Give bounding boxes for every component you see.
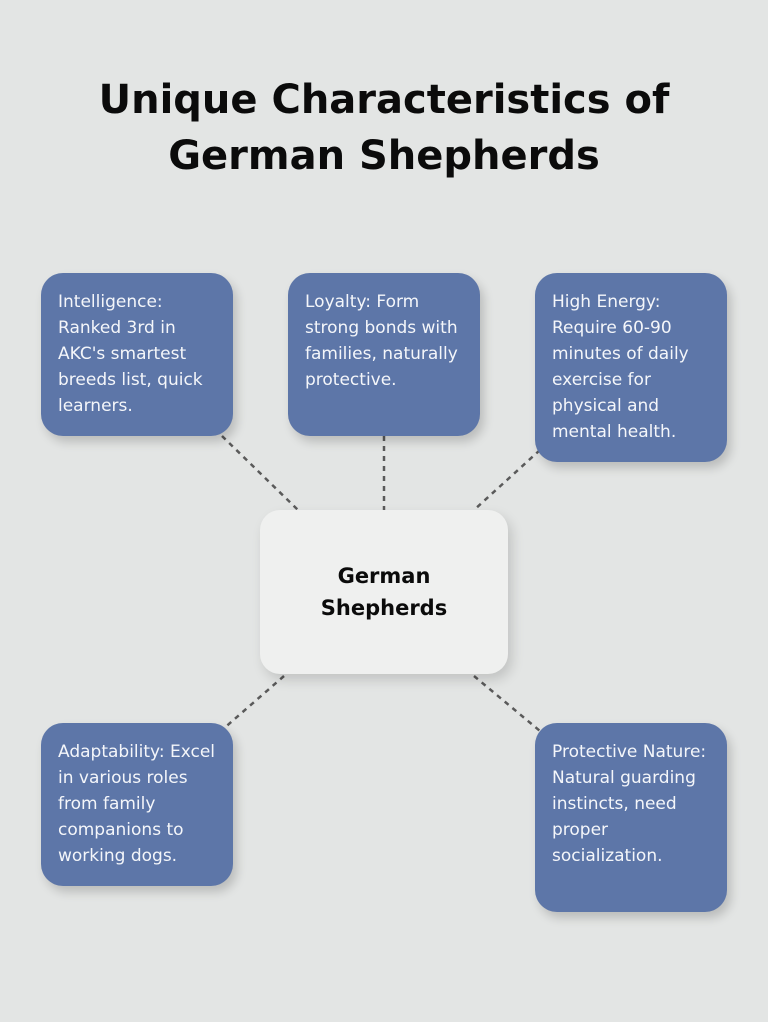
node-loyalty-text: Loyalty: Form strong bonds with families…: [305, 292, 458, 390]
node-adaptability-text: Adaptability: Excel in various roles fro…: [58, 742, 216, 866]
node-high-energy: High Energy: Require 60-90 minutes of da…: [535, 273, 727, 462]
node-intelligence-text: Intelligence: Ranked 3rd in AKC's smarte…: [58, 292, 203, 416]
node-intelligence: Intelligence: Ranked 3rd in AKC's smarte…: [41, 273, 233, 436]
diagram-title: Unique Characteristics of German Shepher…: [98, 77, 670, 179]
connector-high-energy: [473, 449, 541, 511]
connector-protective: [473, 675, 547, 737]
connector-adaptability: [221, 675, 285, 731]
node-loyalty: Loyalty: Form strong bonds with families…: [288, 273, 480, 436]
center-node-label: German Shepherds: [320, 564, 448, 620]
node-adaptability: Adaptability: Excel in various roles fro…: [41, 723, 233, 886]
center-node: German Shepherds: [260, 510, 508, 674]
node-high-energy-text: High Energy: Require 60-90 minutes of da…: [552, 292, 689, 442]
node-protective-nature-text: Protective Nature: Natural guarding inst…: [552, 742, 707, 866]
connector-intelligence: [221, 435, 299, 511]
node-protective-nature: Protective Nature: Natural guarding inst…: [535, 723, 727, 912]
